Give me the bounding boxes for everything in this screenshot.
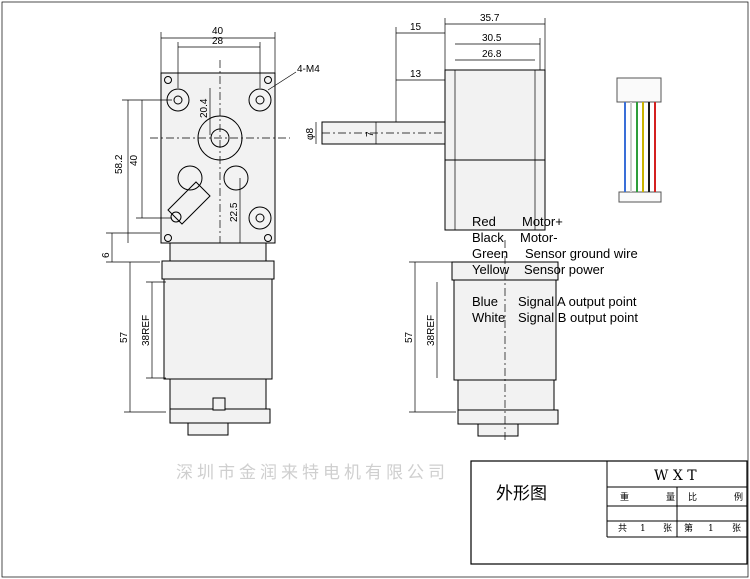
- wiring-entry: Red Motor+: [472, 214, 563, 229]
- wire-function-label: Motor+: [522, 214, 563, 229]
- side-view: 35.7 30.5 26.8 15 13 φ8 7 57 38REF: [305, 13, 559, 440]
- dim-4-m4: 4-M4: [297, 64, 320, 75]
- side-gearbox-upper: [444, 69, 546, 161]
- side-motor-endcap: [457, 379, 555, 411]
- wire-connector: [616, 77, 662, 203]
- boss-right-hole: [255, 95, 265, 105]
- wiring-legend: Red Motor+ Black Motor- Green Sensor ground w…: [472, 214, 638, 325]
- wire-color-label: Green: [472, 246, 508, 261]
- dim-22-5: 22.5: [229, 202, 240, 222]
- dim-58-2: 58.2: [114, 154, 125, 174]
- dim-28: 28: [212, 36, 224, 47]
- scale-unit: 例: [734, 491, 743, 503]
- company-code: W X T: [654, 468, 697, 484]
- motor-can: [163, 278, 273, 380]
- wire-color-label: Black: [472, 230, 504, 245]
- side-encoder-board: [457, 409, 559, 425]
- dim-13: 13: [410, 69, 422, 80]
- dim-40-vertical: 40: [129, 154, 140, 166]
- company-watermark: 深圳市金润来特电机有限公司: [176, 463, 449, 483]
- dim-57: 57: [119, 331, 130, 343]
- boss-lower-left: [177, 165, 203, 191]
- connector-housing-bottom: [618, 191, 662, 203]
- mount-hole-tr: [264, 76, 272, 84]
- side-encoder-disc: [477, 423, 519, 437]
- wiring-entry: Blue Signal A output point: [472, 294, 637, 309]
- boss-bottom-right: [248, 206, 272, 230]
- dim-side-57: 57: [404, 331, 415, 343]
- motor-collar: [161, 260, 275, 280]
- wiring-entry: White Signal B output point: [472, 310, 638, 325]
- encoder-disc: [187, 422, 229, 436]
- gearbox-plate: [160, 72, 276, 244]
- boss-lower-right: [223, 165, 249, 191]
- dim-15: 15: [410, 22, 422, 33]
- wire-bundle: [624, 102, 656, 192]
- drawing-title: 外形图: [496, 484, 547, 504]
- wiring-entry: Yellow Sensor power: [472, 262, 605, 277]
- side-gearbox-lower: [444, 159, 546, 231]
- dim-30-5: 30.5: [482, 33, 502, 44]
- slot-hole: [170, 211, 182, 223]
- wire-function-label: Motor-: [520, 230, 558, 245]
- title-block: 外形图 W X T 重 量 比 例 共 1 张 第 1 张: [470, 460, 748, 565]
- connector-housing-top: [616, 77, 662, 103]
- total-unit: 张: [663, 523, 672, 534]
- motor-flange: [169, 242, 267, 262]
- slot: [167, 181, 211, 225]
- dim-20-4: 20.4: [199, 98, 210, 118]
- weight-unit: 量: [666, 492, 675, 503]
- mount-hole-bl: [164, 234, 172, 242]
- sheet-label: 第: [684, 522, 693, 534]
- wire-color-label: Red: [472, 214, 496, 229]
- mount-hole-br: [264, 234, 272, 242]
- wiring-entry: Black Motor-: [472, 230, 558, 245]
- dim-side-38ref: 38REF: [426, 315, 437, 346]
- wire-function-label: Signal A output point: [518, 294, 637, 309]
- total-label: 共: [618, 523, 627, 534]
- weight-label: 重: [620, 491, 629, 503]
- dim-40: 40: [212, 26, 224, 37]
- sheet-value: 1: [708, 524, 714, 534]
- dim-6: 6: [101, 252, 112, 258]
- encoder-hub: [212, 397, 226, 411]
- wire-function-label: Sensor ground wire: [525, 246, 638, 261]
- wire-color-label: Yellow: [472, 262, 510, 277]
- wire-function-label: Sensor power: [524, 262, 605, 277]
- wire-function-label: Signal B output point: [518, 310, 638, 325]
- front-view: 40 28 4-M4 20.4 58.2 40 22.5 6 57: [101, 26, 320, 436]
- wiring-entry: Green Sensor ground wire: [472, 246, 638, 261]
- title-block-frame: [470, 460, 748, 565]
- dim-35-7: 35.7: [480, 13, 500, 24]
- boss-right: [248, 88, 272, 112]
- sheet-unit: 张: [732, 523, 741, 534]
- encoder-board: [169, 408, 271, 424]
- mount-hole-tl: [164, 76, 172, 84]
- boss-bottom-right-hole: [255, 213, 265, 223]
- dim-phi8: φ8: [305, 128, 316, 140]
- wire-color-label: Blue: [472, 294, 498, 309]
- boss-left-hole: [173, 95, 183, 105]
- dim-38ref: 38REF: [141, 315, 152, 346]
- scale-label: 比: [688, 491, 697, 503]
- total-value: 1: [640, 524, 646, 534]
- wire-color-label: White: [472, 310, 505, 325]
- dim-26-8: 26.8: [482, 49, 502, 60]
- dim-7: 7: [365, 131, 376, 137]
- leader-4m4: [267, 71, 297, 91]
